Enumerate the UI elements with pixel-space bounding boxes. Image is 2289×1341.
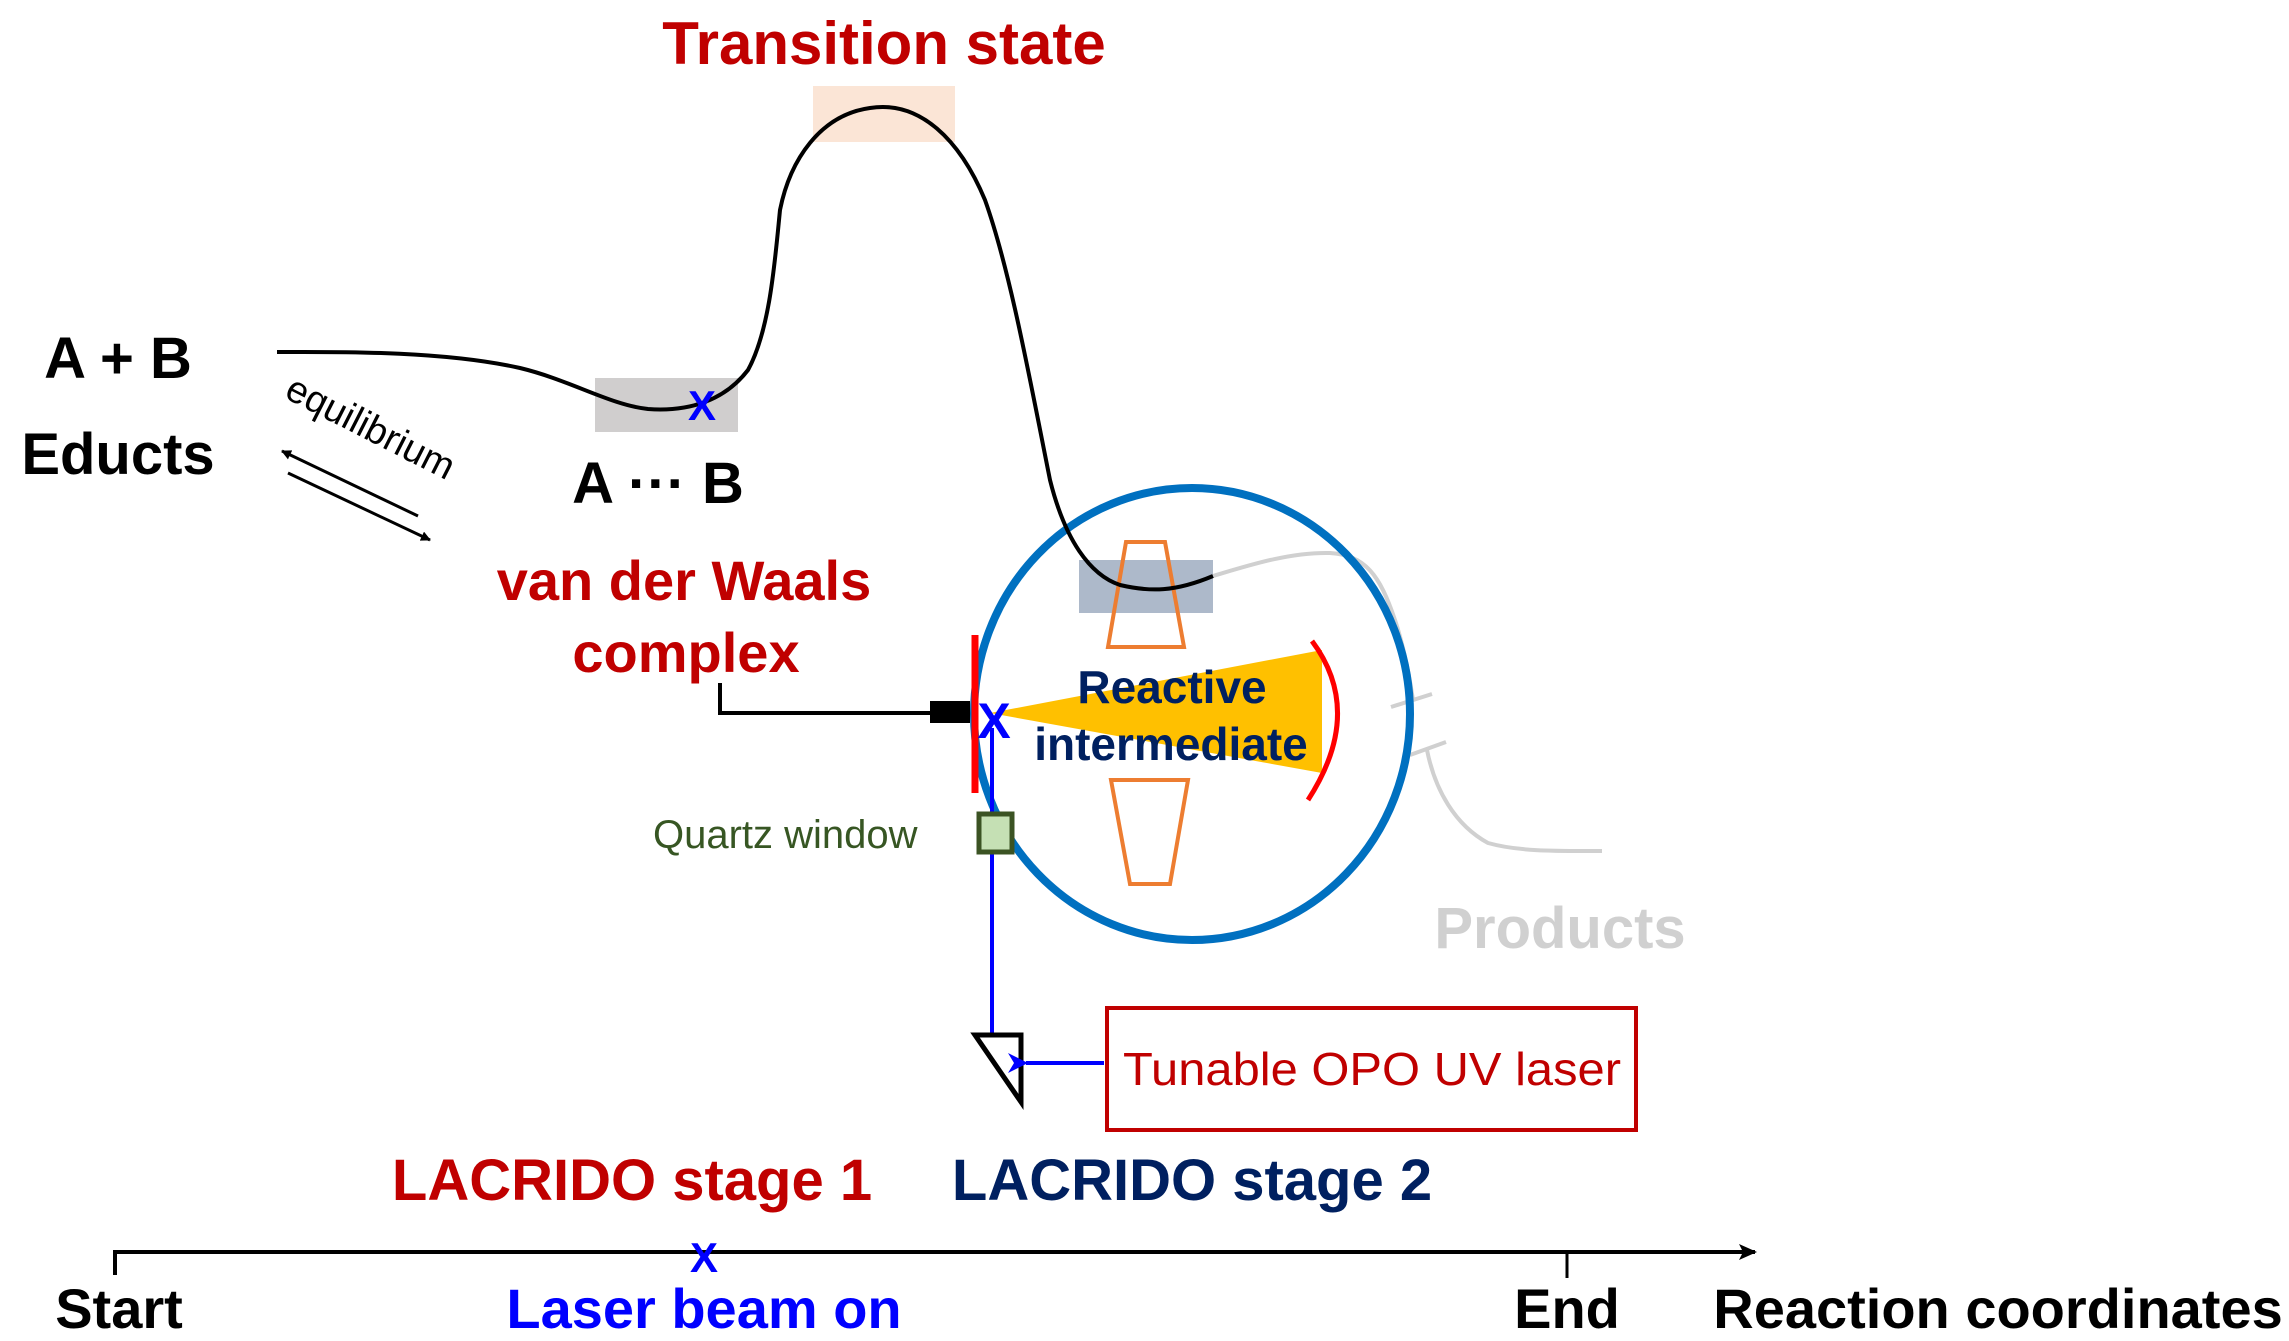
educts-label: Educts xyxy=(21,422,214,487)
break-mark-2 xyxy=(1409,740,1447,757)
equilibrium-arrow-back xyxy=(281,449,419,518)
vdw-x-marker: X xyxy=(688,382,716,429)
vdw-complex-highlight xyxy=(595,378,738,432)
complex-formula: A ··· B xyxy=(572,451,744,516)
nozzle-line xyxy=(718,683,932,715)
axis-laser-x-marker: X xyxy=(690,1234,718,1281)
energy-curve xyxy=(276,105,1214,592)
intermediate-beam-fan xyxy=(990,650,1322,773)
products-curve-lower xyxy=(1425,749,1603,854)
equilibrium-arrow-forward xyxy=(287,471,431,542)
prism xyxy=(970,1032,1024,1111)
transition-state-label: Transition state xyxy=(662,10,1105,77)
equilibrium-label: equilibrium xyxy=(279,368,462,489)
axis-title: Reaction coordinates xyxy=(1713,1277,2282,1340)
educts-formula: A + B xyxy=(44,326,192,391)
quartz-window-label: Quartz window xyxy=(653,813,918,857)
laser-label: Tunable OPO UV laser xyxy=(1123,1043,1621,1095)
transition-state-highlight xyxy=(813,86,955,142)
vdw-label-line2: complex xyxy=(572,621,799,684)
nozzle xyxy=(930,701,970,723)
ion-lens-upper xyxy=(1105,540,1187,649)
axis-laser-on-label: Laser beam on xyxy=(506,1277,901,1340)
vdw-label-line1: van der Waals xyxy=(497,549,872,612)
detector-arc xyxy=(1305,639,1340,802)
laser-box xyxy=(1105,1006,1638,1132)
interaction-x-marker: X xyxy=(977,693,1010,749)
axis-end-label: End xyxy=(1514,1277,1620,1340)
reactive-label-line2: intermediate xyxy=(1034,718,1308,770)
intermediate-highlight xyxy=(1079,560,1213,613)
ion-lens-lower xyxy=(1108,778,1191,886)
quartz-window xyxy=(976,811,1015,855)
products-label: Products xyxy=(1434,896,1685,961)
reactive-label-line1: Reactive xyxy=(1077,661,1266,713)
stage1-label: LACRIDO stage 1 xyxy=(392,1148,872,1213)
stage2-label: LACRIDO stage 2 xyxy=(952,1148,1432,1213)
axis-start-label: Start xyxy=(55,1277,183,1340)
